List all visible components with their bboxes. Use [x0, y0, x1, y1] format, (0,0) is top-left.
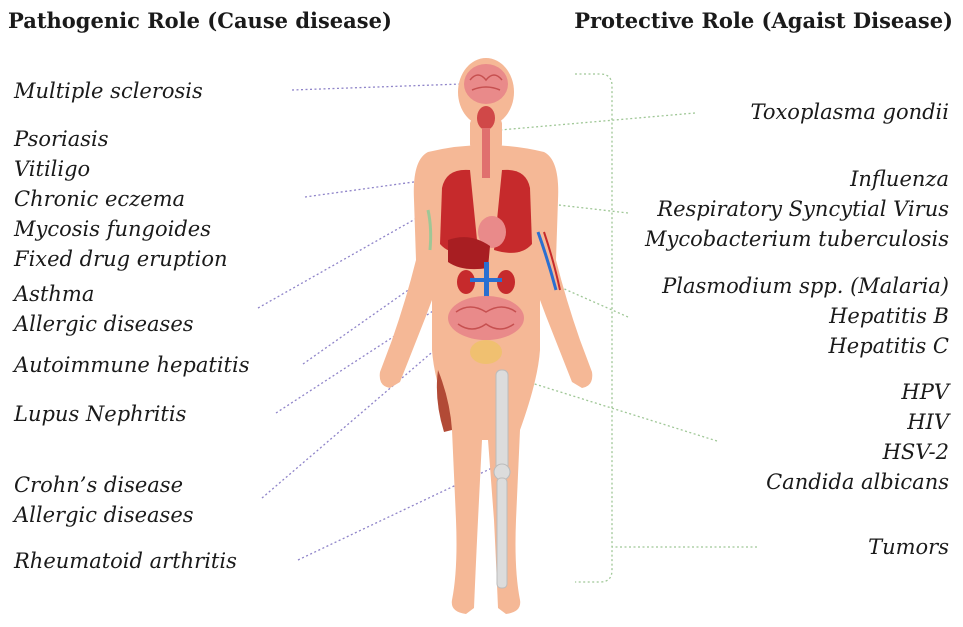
pathogenic-label: Crohn’s disease [14, 470, 183, 501]
connector-toxoplasma [500, 113, 695, 130]
protective-label: Mycobacterium tuberculosis [645, 224, 949, 255]
pathogenic-label: Chronic eczema [14, 184, 185, 215]
pathogenic-label: Allergic diseases [14, 309, 194, 340]
protective-label: Tumors [868, 532, 949, 563]
pathogenic-label: Lupus Nephritis [14, 399, 186, 430]
connector-skin-diseases [305, 180, 428, 197]
protective-label: Toxoplasma gondii [750, 97, 949, 128]
protective-label: HPV [901, 377, 949, 408]
protective-bracket [575, 74, 612, 582]
intestine-icon [448, 296, 524, 340]
protective-label: Respiratory Syncytial Virus [657, 194, 949, 225]
pathogenic-label: Rheumatoid arthritis [14, 546, 237, 577]
pathogenic-label: Allergic diseases [14, 500, 194, 531]
protective-label: Hepatitis B [829, 301, 949, 332]
protective-label: Candida albicans [766, 467, 949, 498]
protective-label: Hepatitis C [828, 331, 949, 362]
pathogenic-label: Autoimmune hepatitis [14, 350, 249, 381]
pathogenic-label: Fixed drug eruption [14, 244, 228, 275]
connector-multiple-sclerosis [292, 84, 462, 90]
brain-icon [464, 64, 508, 104]
thyroid-icon [477, 106, 495, 130]
trachea-icon [482, 128, 490, 178]
pathogenic-label: Vitiligo [14, 154, 90, 185]
protective-label: HIV [907, 407, 949, 438]
bladder-icon [470, 340, 502, 364]
pathogenic-label: Psoriasis [14, 124, 109, 155]
protective-label: Plasmodium spp. (Malaria) [662, 271, 949, 302]
pathogenic-label: Multiple sclerosis [14, 76, 203, 107]
protective-label: HSV-2 [883, 437, 949, 468]
pathogenic-label: Asthma [14, 279, 94, 310]
protective-label: Influenza [850, 164, 949, 195]
pathogenic-label: Mycosis fungoides [14, 214, 211, 245]
